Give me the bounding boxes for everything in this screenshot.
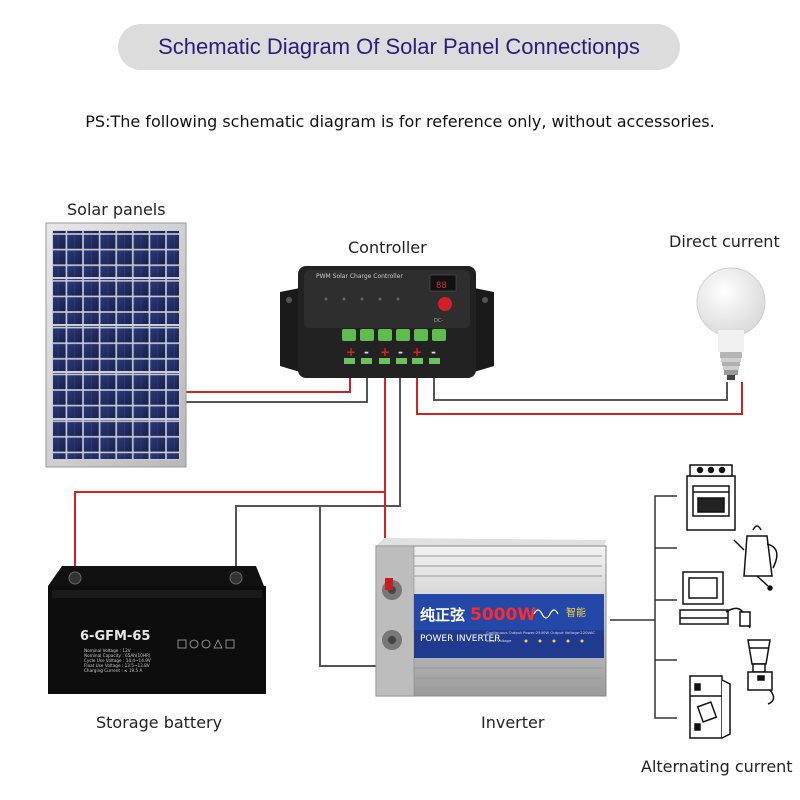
- inverter-chinese-label: 纯正弦: [420, 606, 465, 624]
- sine-wave-icon: [533, 609, 559, 619]
- battery-spec-5: Charging Current : ≤ 19.5 A: [84, 668, 143, 673]
- blender-icon: [747, 639, 775, 705]
- inverter-power-label: 5000W: [470, 605, 536, 625]
- terminal-sign-4: -: [398, 345, 403, 359]
- controller-terminal-ports: [344, 358, 440, 364]
- battery-warning-symbols: [177, 639, 235, 649]
- charge-controller: PWM Solar Charge Controller 88 DC-: [280, 266, 494, 378]
- controller-label: Controller: [348, 238, 427, 257]
- inverter-voltage-dots: [524, 639, 584, 643]
- battery-spec-4: Float Use Voltage : 13.5~13.8V: [84, 663, 150, 668]
- wiring: [74, 360, 743, 719]
- light-bulb-icon: [696, 267, 766, 380]
- inverter-type-label: POWER INVERTER: [420, 634, 500, 644]
- battery-model: 6-GFM-65: [80, 629, 150, 644]
- storage-battery: 6-GFM-65 Nominal Voltage : 12V Nominal C…: [48, 566, 266, 694]
- computer-icon: [679, 571, 751, 629]
- solar-panels-label: Solar panels: [67, 200, 166, 219]
- controller-display: 88: [436, 281, 447, 291]
- direct-current-label: Direct current: [669, 232, 780, 251]
- controller-dc-text: DC-: [434, 318, 443, 324]
- battery-spec-3: Cycle Use Voltage : 14.4~14.9V: [84, 658, 151, 663]
- stove-icon: [686, 464, 736, 531]
- ac-bracket-vertical: [654, 495, 677, 719]
- inverter-brand: 智能: [566, 606, 586, 619]
- battery-negative-wire: [235, 360, 401, 578]
- battery-positive-wire: [74, 360, 386, 578]
- terminal-sign-5: +: [412, 345, 422, 359]
- reference-note: PS:The following schematic diagram is fo…: [85, 112, 715, 131]
- solar-panel: [45, 222, 187, 468]
- terminal-sign-6: -: [431, 345, 436, 359]
- terminal-sign-3: +: [380, 345, 390, 359]
- inverter-spec-1: Continuous Output Power:2500W Output Vol…: [486, 630, 595, 635]
- load-positive-wire: [416, 360, 743, 415]
- terminal-sign-2: -: [364, 345, 369, 359]
- alternating-current-label: Alternating current: [641, 757, 793, 776]
- controller-leds: [324, 297, 400, 301]
- battery-spec-2: Nominal Capacity : 65Ah(10HR): [84, 653, 151, 658]
- battery-spec-1: Nominal Voltage : 12V: [84, 648, 131, 653]
- controller-terminal-screws: [342, 329, 446, 341]
- inverter-negative-wire: [319, 506, 380, 667]
- kettle-icon: [733, 525, 778, 591]
- load-negative-wire: [433, 360, 728, 401]
- power-inverter: 纯正弦 5000W 智能 POWER INVERTER Continuous O…: [375, 538, 607, 697]
- inverter-spec-2: Input Voltage: [486, 638, 512, 643]
- inverter-label: Inverter: [481, 713, 545, 732]
- title-banner: Schematic Diagram Of Solar Panel Connect…: [118, 24, 680, 70]
- diagram-title: Schematic Diagram Of Solar Panel Connect…: [158, 34, 640, 59]
- terminal-sign-1: +: [346, 345, 356, 359]
- storage-battery-label: Storage battery: [96, 713, 223, 732]
- refrigerator-icon: [689, 675, 731, 739]
- controller-faceplate-text: PWM Solar Charge Controller: [316, 273, 403, 280]
